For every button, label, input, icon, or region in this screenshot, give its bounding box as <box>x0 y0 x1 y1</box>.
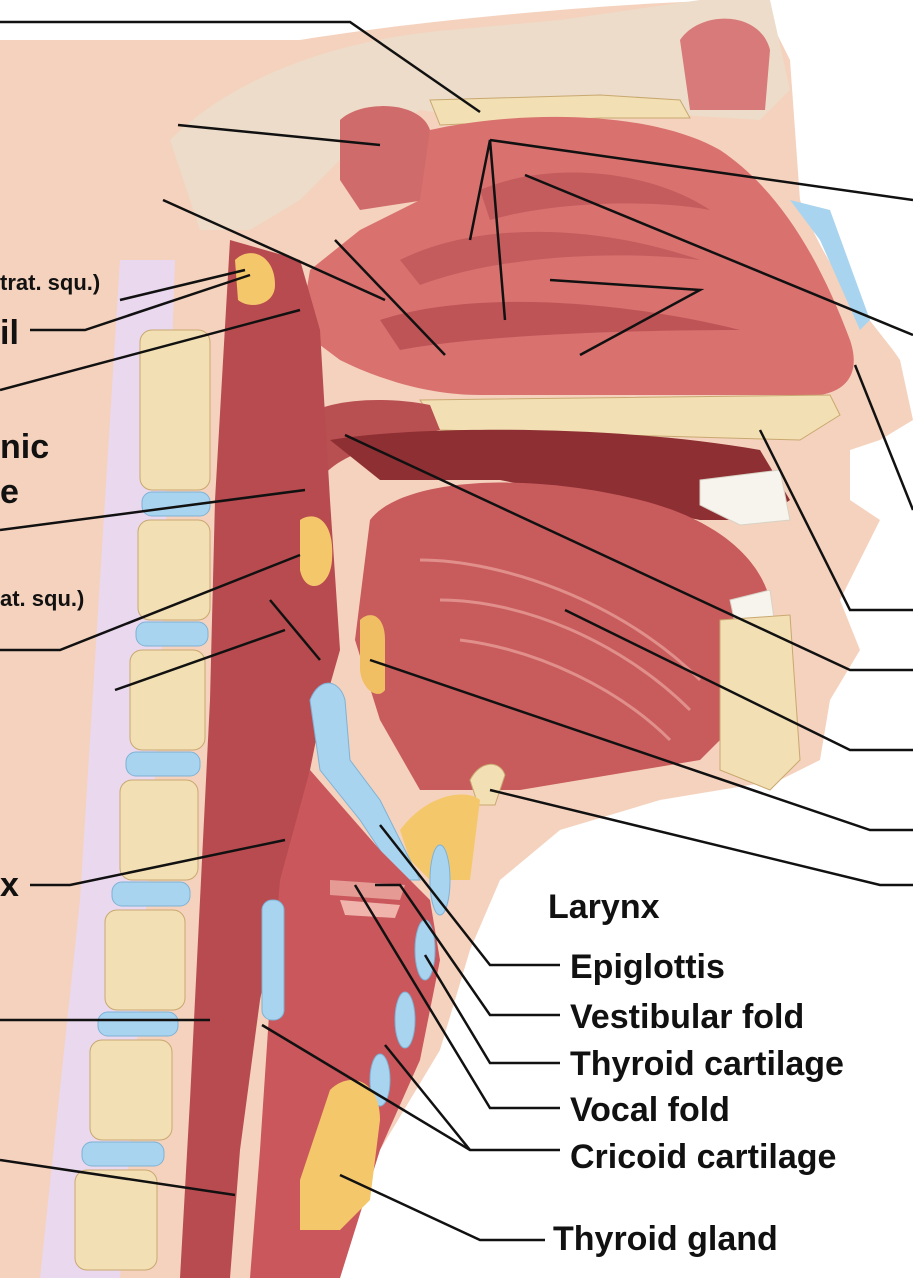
label-fragment-il: il <box>0 316 19 350</box>
tongue <box>355 483 773 790</box>
label-fragment-nic: nic <box>0 430 49 464</box>
label-fragment-e: e <box>0 475 19 509</box>
sphenoid-sinus <box>340 106 430 210</box>
label-thyroid-gland: Thyroid gland <box>553 1222 778 1256</box>
lingual-tonsil <box>360 615 385 694</box>
larynx-heading: Larynx <box>548 890 660 924</box>
label-fragment-strat-squ-lower: at. squ.) <box>0 588 84 610</box>
label-fragment-strat-squ-upper: trat. squ.) <box>0 272 100 294</box>
label-vocal-fold: Vocal fold <box>570 1093 730 1127</box>
label-fragment-x: x <box>0 868 19 902</box>
label-cricoid-cartilage: Cricoid cartilage <box>570 1140 836 1174</box>
label-epiglottis: Epiglottis <box>570 950 725 984</box>
leader-line <box>490 790 913 885</box>
label-vestibular-fold: Vestibular fold <box>570 1000 804 1034</box>
label-thyroid-cartilage: Thyroid cartilage <box>570 1047 844 1081</box>
frontal-sinus <box>680 19 770 110</box>
